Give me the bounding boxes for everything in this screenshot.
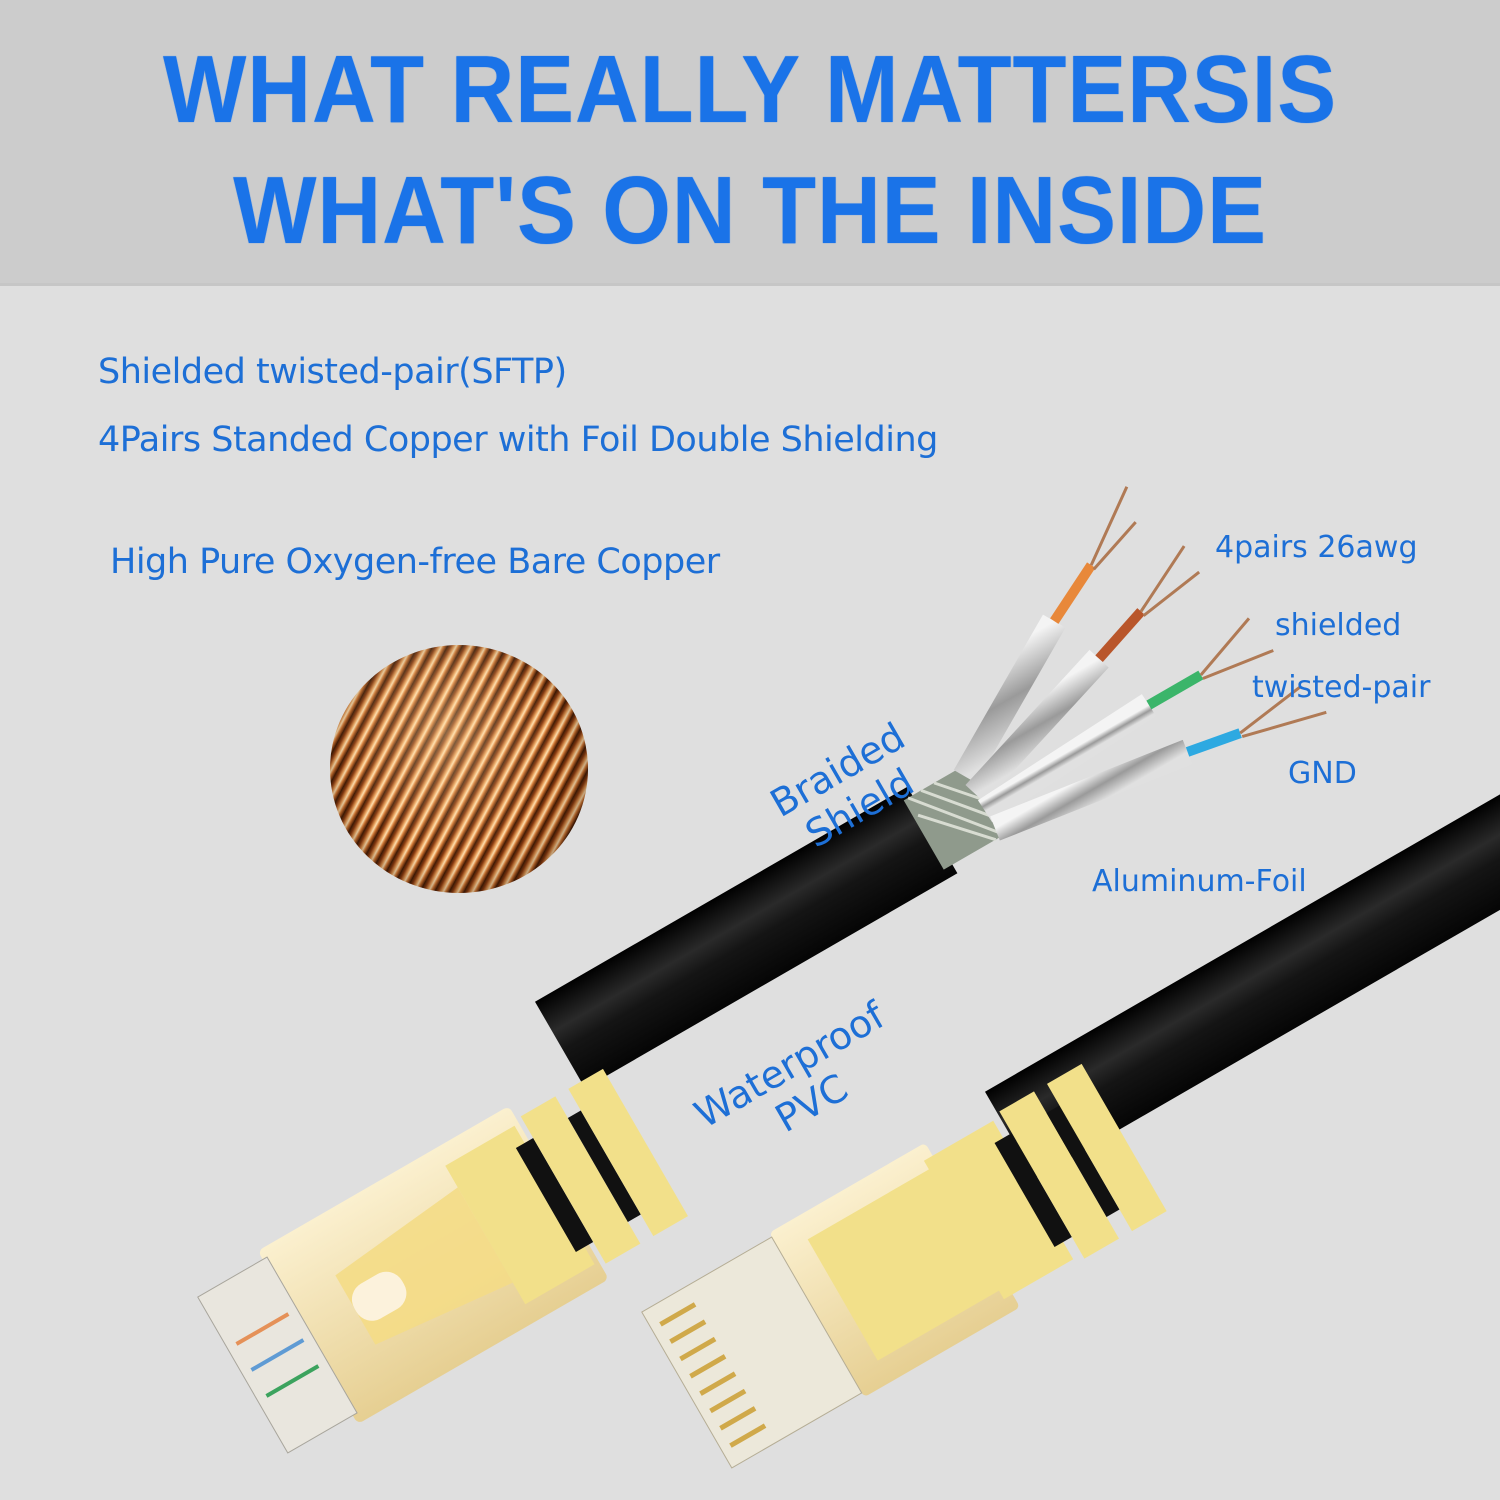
callout-gnd: GND bbox=[1288, 756, 1357, 791]
right-connector bbox=[641, 1063, 1167, 1469]
callout-shielded: shielded bbox=[1275, 608, 1402, 643]
left-connector bbox=[197, 1068, 688, 1454]
lower-cable bbox=[985, 731, 1500, 1179]
headline-line-1: WHAT REALLY MATTERSIS bbox=[162, 36, 1338, 143]
upper-cable bbox=[535, 486, 1327, 1089]
spec-copper: High Pure Oxygen-free Bare Copper bbox=[110, 542, 720, 582]
copper-closeup-image bbox=[330, 645, 588, 893]
header-banner: WHAT REALLY MATTERSIS WHAT'S ON THE INSI… bbox=[0, 0, 1500, 286]
spec-sftp: Shielded twisted-pair(SFTP) bbox=[98, 352, 567, 392]
spec-pairs: 4Pairs Standed Copper with Foil Double S… bbox=[98, 420, 938, 460]
callout-aluminum-foil: Aluminum-Foil bbox=[1092, 864, 1307, 899]
callout-twisted-pair: twisted-pair bbox=[1252, 670, 1431, 705]
callout-4pairs: 4pairs 26awg bbox=[1215, 530, 1418, 565]
headline-line-2: WHAT'S ON THE INSIDE bbox=[233, 157, 1267, 264]
